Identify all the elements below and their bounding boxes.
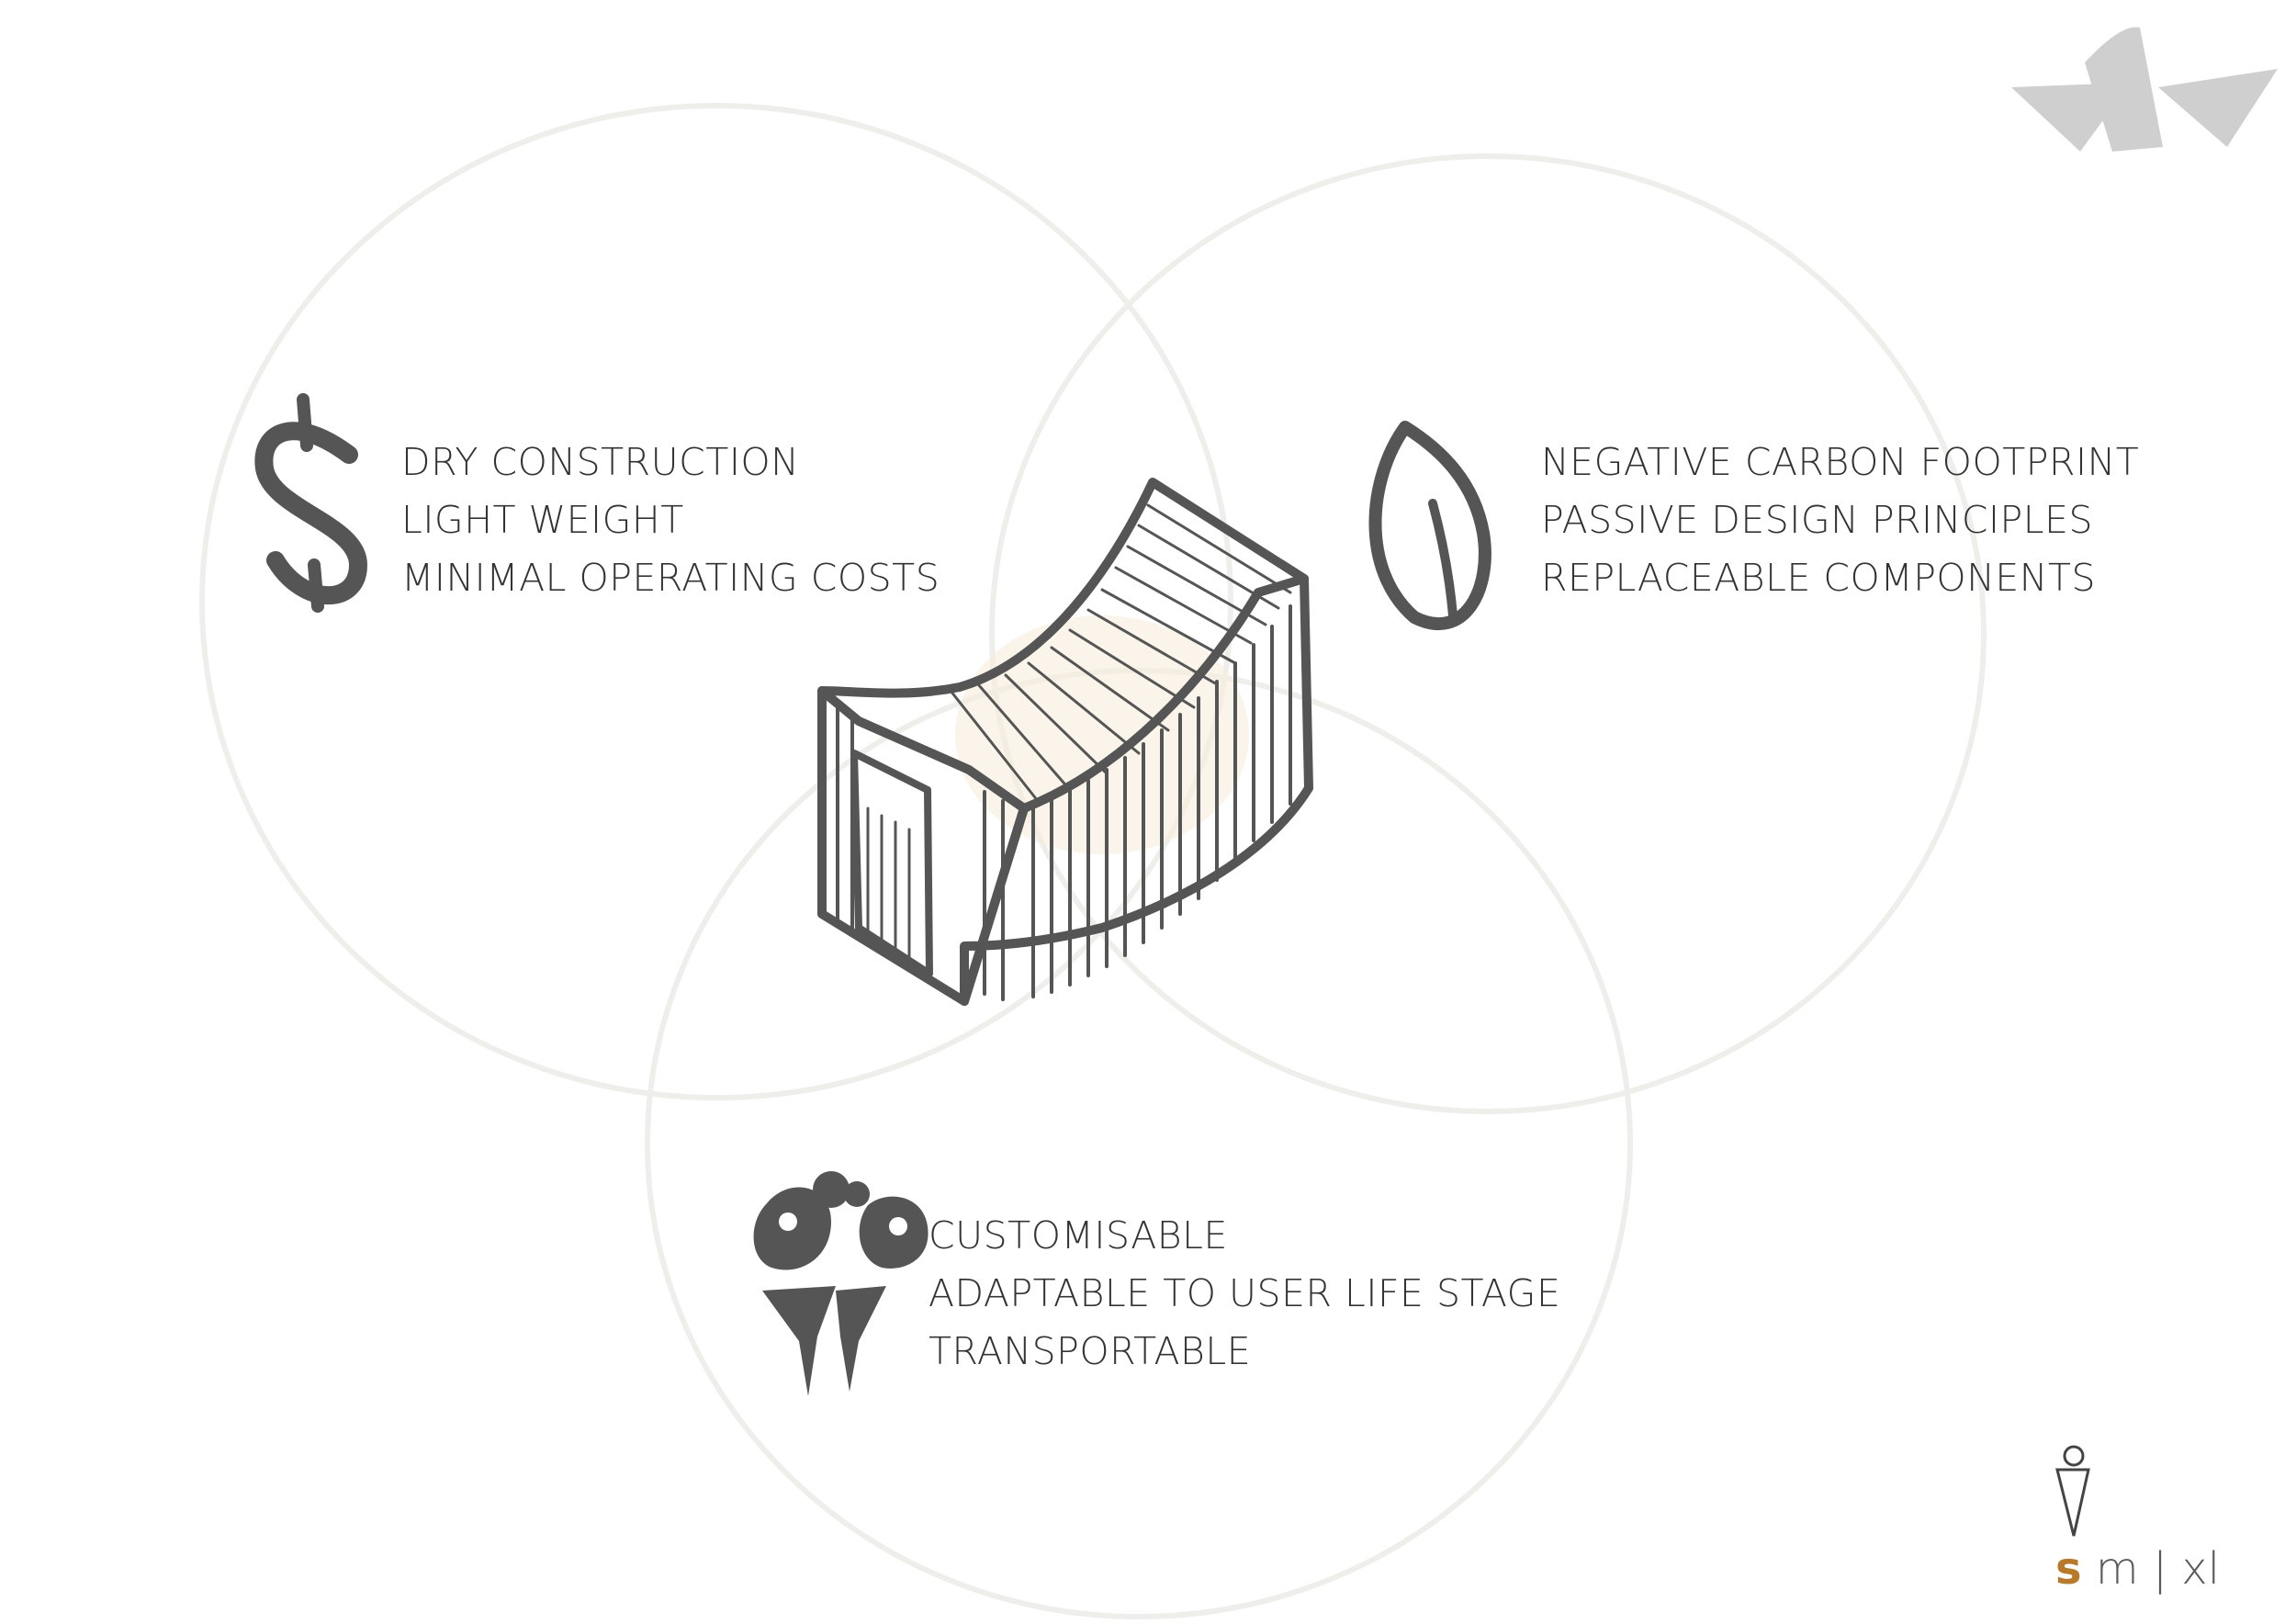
environment-benefits: NEGATIVE CARBON FOOTPRINT PASSIVE DESIGN… xyxy=(1541,434,2139,607)
cost-line-1: DRY CONSTRUCTION xyxy=(401,440,800,484)
venn-circles xyxy=(199,103,1986,1619)
social-benefits: CUSTOMISABLE ADAPTABLE TO USER LIFE STAG… xyxy=(929,1207,1560,1381)
dollar-icon xyxy=(254,393,368,613)
venn-circle-right xyxy=(989,153,1986,1114)
cost-line-3: MINIMAL OPERATING COSTS xyxy=(401,556,940,600)
environment-line-2: PASSIVE DESIGN PRINCIPLES xyxy=(1541,498,2094,542)
curved-roof-building-sketch xyxy=(817,478,1313,1006)
venn-circle-left xyxy=(199,103,1233,1100)
social-line-1: CUSTOMISABLE xyxy=(929,1213,1228,1257)
brand-wordmark: s m | xl xyxy=(2055,1543,2220,1595)
brand-s: s xyxy=(2055,1543,2082,1595)
figure-logo-icon xyxy=(2055,1445,2090,1537)
opera-house-shells-logo xyxy=(2011,27,2278,152)
cost-benefits: DRY CONSTRUCTION LIGHT WEIGHT MINIMAL OP… xyxy=(401,434,940,607)
leaf-icon xyxy=(1368,421,1491,630)
cost-line-2: LIGHT WEIGHT xyxy=(401,498,684,542)
people-icon xyxy=(753,1171,929,1396)
social-line-2: ADAPTABLE TO USER LIFE STAGE xyxy=(929,1271,1561,1315)
brand-rest: m | xl xyxy=(2081,1543,2221,1595)
environment-line-3: REPLACEABLE COMPONENTS xyxy=(1541,556,2097,600)
social-line-3: TRANSPORTABLE xyxy=(929,1329,1252,1373)
environment-line-1: NEGATIVE CARBON FOOTPRINT xyxy=(1541,440,2140,484)
